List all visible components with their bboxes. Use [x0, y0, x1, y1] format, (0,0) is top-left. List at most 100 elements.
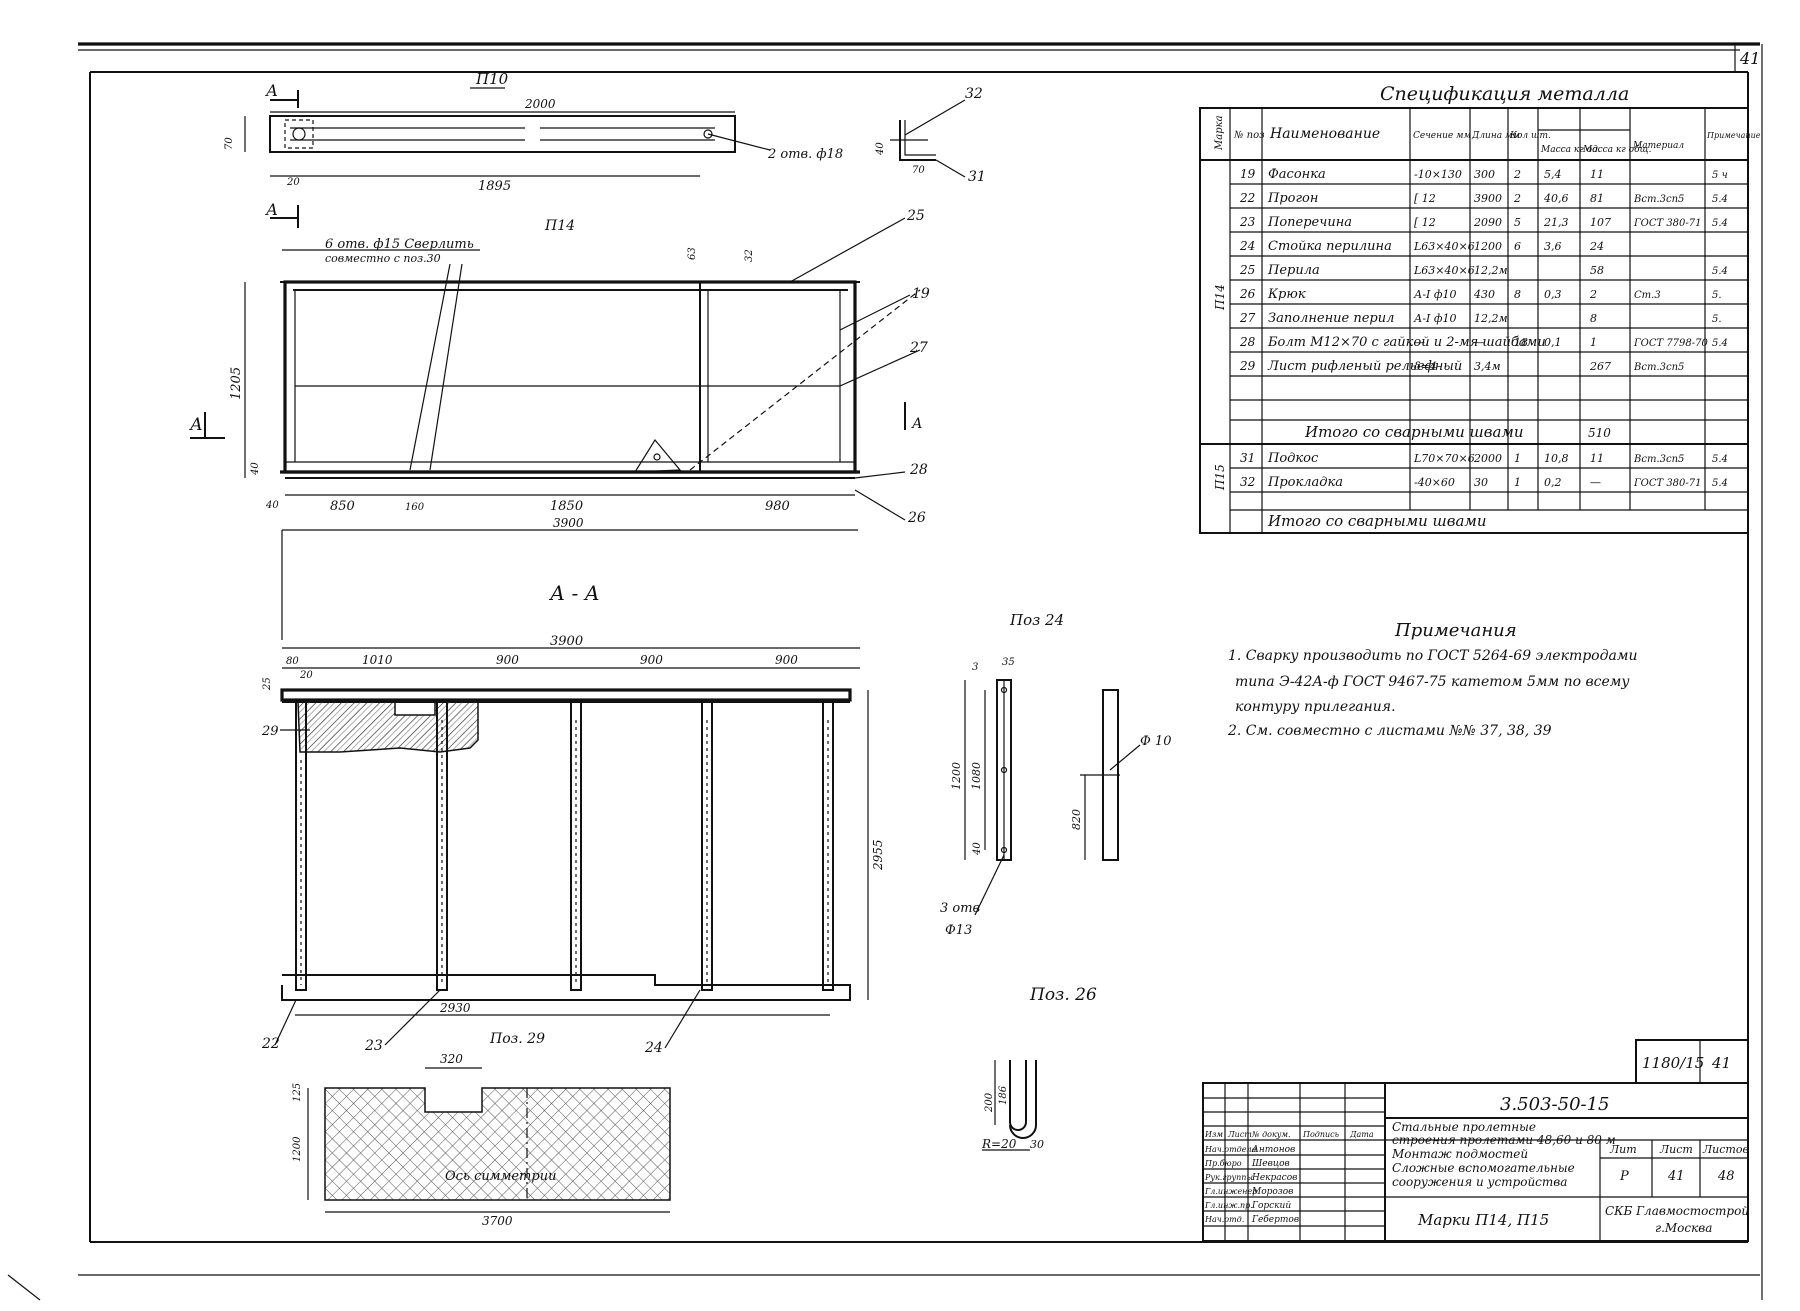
rod-820: 820: [1070, 809, 1083, 830]
angle-detail: 32 31 40 70: [875, 86, 986, 185]
pos26-label: Поз. 26: [1029, 985, 1097, 1005]
tb-person: Гебертов: [1251, 1214, 1299, 1225]
spec-cell-m1: 21,3: [1543, 216, 1569, 229]
spec-cell-mat: Ст.3: [1634, 290, 1661, 301]
spec-cell-qty: 1: [1514, 452, 1521, 465]
tb-org1: СКБ Главмостострой: [1605, 1204, 1749, 1218]
spec-group-p15: П15: [1213, 464, 1227, 491]
tb-h-date: Дата: [1349, 1130, 1374, 1139]
callout-22: 22: [261, 1036, 280, 1052]
tb-desc2: строения пролетами 48,60 и 80 м: [1392, 1133, 1616, 1147]
callout-26: 26: [907, 510, 926, 526]
spec-cell-m1: 5,4: [1544, 168, 1562, 181]
spec-cell-name: Прокладка: [1267, 475, 1343, 490]
spec-cell-name: Лист рифленый рельефный: [1267, 359, 1462, 374]
pos29-125: 125: [292, 1083, 303, 1102]
tb-sheet: 41: [1667, 1169, 1685, 1184]
dim-3900: 3900: [553, 516, 584, 530]
spec-cell-pos: 23: [1239, 215, 1256, 229]
rod-dia: Ф 10: [1140, 734, 1171, 749]
spec-cell-len: 2000: [1473, 452, 1502, 465]
spec-cell-mat: Вст.3сп5: [1633, 362, 1684, 373]
p14-label: П14: [544, 218, 575, 234]
spec-cell-m1: 40,6: [1543, 192, 1569, 205]
spec-cell-qty: 2: [1513, 192, 1521, 205]
pos24-35: 35: [1002, 657, 1015, 668]
notes-title: Примечания: [1394, 620, 1517, 641]
spec-h-m1: Масса кг од.: [1540, 145, 1601, 155]
angle-31: 31: [968, 169, 986, 185]
tb-person: Антонов: [1251, 1145, 1295, 1155]
pos29-axis: Ось симметрии: [445, 1169, 556, 1184]
dim-32: 32: [744, 249, 755, 262]
rod-detail: 820 Ф 10: [1070, 689, 1171, 861]
tb-code: 3.503-50-15: [1500, 1094, 1610, 1115]
spec-h-qty: Кол шт.: [1509, 131, 1551, 141]
spec-group-p14: П14: [1213, 284, 1227, 311]
tb-person: Некрасов: [1251, 1173, 1297, 1183]
spec-cell-len: 30: [1474, 476, 1488, 489]
spec-cell-len: 3900: [1474, 192, 1502, 205]
pos29-label: Поз. 29: [489, 1031, 545, 1047]
stamp-sheet: 41: [1711, 1054, 1731, 1072]
spec-cell-m1: 0,2: [1544, 476, 1562, 489]
spec-cell-len: 300: [1474, 168, 1495, 181]
spec-cell-qty: 18: [1514, 336, 1528, 349]
spec-cell-pos: 25: [1239, 263, 1255, 277]
spec-cell-note: 5.4: [1712, 218, 1728, 229]
dim-2930: 2930: [439, 1001, 471, 1015]
pos29-320: 320: [440, 1052, 463, 1066]
spec-h-m2: Масса кг общ.: [1582, 144, 1652, 155]
spec-cell-len: 430: [1473, 288, 1495, 301]
spec-cell-m2: 2: [1589, 288, 1597, 301]
spec-cell-note: 5.: [1712, 314, 1722, 325]
tb-h-sign: Подпись: [1302, 1130, 1339, 1139]
tb-sheets-h: Листов: [1702, 1143, 1749, 1156]
angle-32: 32: [965, 86, 983, 102]
pos26-r: R=20: [981, 1137, 1017, 1151]
spec-cell-name: Фасонка: [1268, 167, 1326, 182]
dim-1850: 1850: [550, 499, 583, 514]
section-mark-a1: А: [265, 81, 278, 100]
spec-cell-note: 5.4: [1712, 194, 1728, 205]
spec-cell-mat: ГОСТ 380-71: [1633, 478, 1702, 489]
spec-cell-sect: -40×60: [1414, 476, 1455, 489]
section-mark-a3: А: [189, 415, 203, 435]
spec-cell-sect: L63×40×6: [1413, 264, 1475, 277]
spec-title: Спецификация металла: [1380, 83, 1629, 105]
sheet-frame: [7, 42, 1763, 1301]
p10-label: П10: [475, 70, 509, 88]
notes: Примечания 1. Сварку производить по ГОСТ…: [1227, 620, 1637, 739]
p10-edge: 20: [286, 177, 300, 188]
pos24-holes: 3 отв: [940, 901, 980, 916]
pos24-40: 40: [972, 842, 983, 856]
dim-160: 160: [405, 502, 425, 513]
spec-cell-note: 5.4: [1712, 478, 1728, 489]
dim-40b: 40: [265, 500, 279, 511]
spec-total-p15: Итого со сварными швами: [1267, 512, 1487, 530]
p14-plan: П14 6 отв. ф15 Сверлить совместно с поз.…: [189, 208, 930, 640]
spec-cell-len: 12,2м: [1474, 264, 1508, 277]
pos26-detail: Поз. 26 200 186 R=20 30: [981, 985, 1097, 1151]
spec-cell-name: Заполнение перил: [1268, 311, 1394, 326]
spec-cell-m1: 0,1: [1544, 336, 1562, 349]
page-number: 41: [1739, 49, 1760, 68]
spec-cell-m2: 11: [1590, 168, 1604, 181]
pos29-detail: Поз. 29 320 Ось симметрии 125 1200 3700: [292, 1031, 671, 1228]
dim-height: 1205: [229, 367, 244, 400]
p10-length: 2000: [524, 97, 556, 111]
p10-holes: 2 отв. ф18: [767, 147, 843, 162]
spec-cell-m2: 81: [1590, 192, 1604, 205]
dim-20: 20: [299, 670, 313, 681]
dim-40a: 40: [250, 462, 261, 476]
spec-cell-name: Перила: [1267, 263, 1320, 278]
callout-24: 24: [644, 1040, 663, 1056]
spec-cell-sect: L70×70×6: [1413, 452, 1475, 465]
spec-cell-pos: 32: [1240, 475, 1255, 489]
spec-cell-sect: А-I ф10: [1413, 312, 1457, 325]
tb-desc1: Стальные пролетные: [1392, 1120, 1536, 1134]
notes-line3: контуру прилегания.: [1235, 699, 1396, 715]
pos24-detail: Поз 24 1200 1080 40 35 3 3 отв Ф13: [940, 611, 1064, 938]
spec-cell-m2: 8: [1590, 312, 1597, 325]
spec-cell-sect: δ=4: [1414, 360, 1437, 373]
